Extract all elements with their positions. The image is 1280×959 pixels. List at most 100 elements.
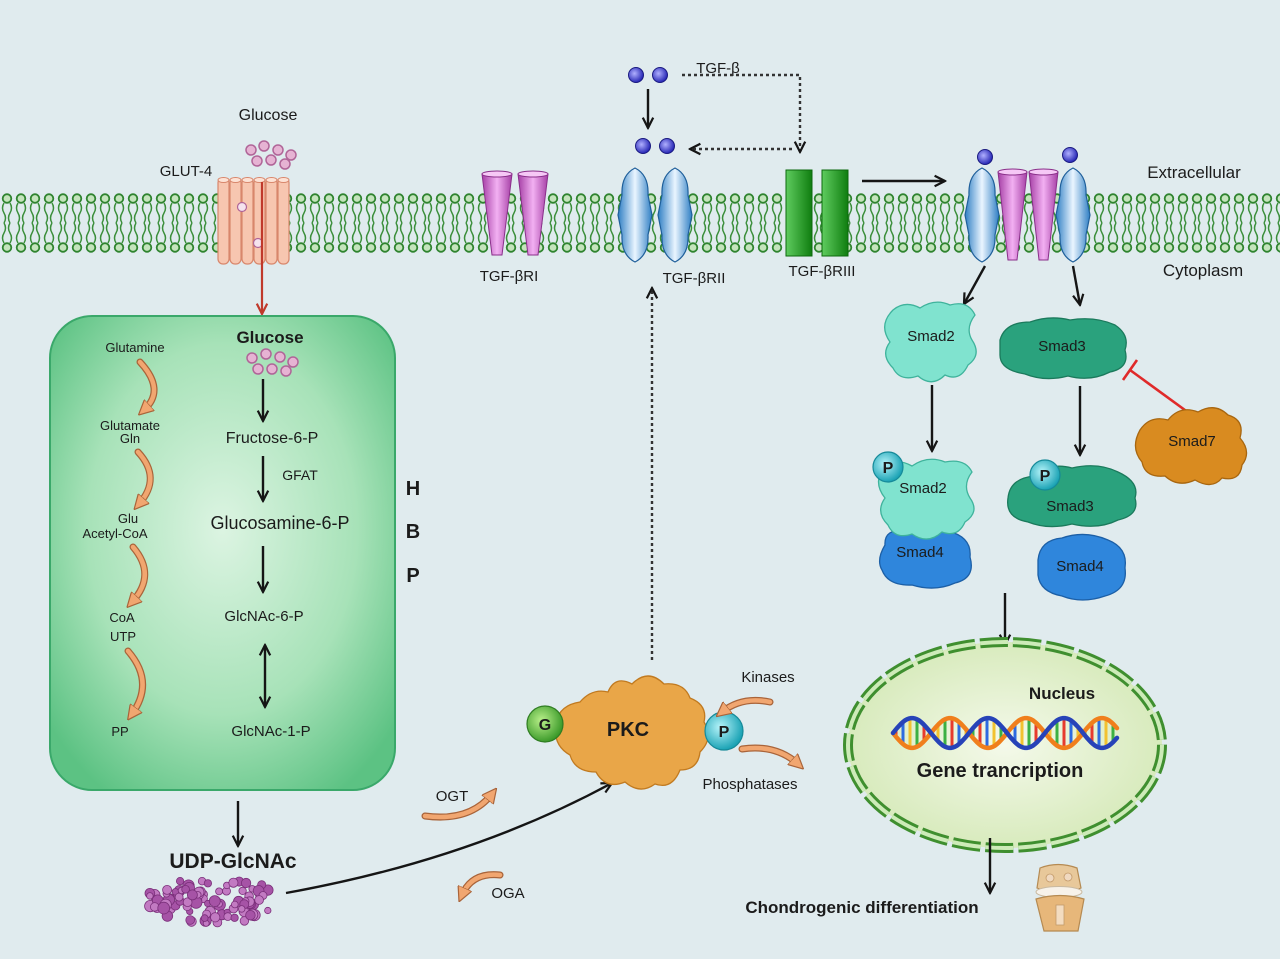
chondrogenic-differentiation-label: Chondrogenic differentiation — [745, 898, 978, 917]
udp-glcnac-molecule-dot — [176, 876, 185, 886]
smad2-protein — [884, 301, 977, 383]
glut4-label: GLUT-4 — [160, 163, 213, 180]
smad3-phosphate-label: P — [1040, 468, 1051, 485]
udp-glcnac-molecule-dot — [200, 914, 209, 922]
tgf-beta-ligand-1 — [628, 67, 644, 83]
glutamine-label: Glutamine — [105, 340, 164, 355]
glcnac-g-label: G — [539, 717, 551, 734]
kinases-label: Kinases — [741, 669, 794, 686]
tgf-beta-label: TGF-β — [696, 60, 740, 77]
tgf-beta-ligand-4 — [659, 138, 675, 154]
hbp-letter-h: H — [406, 478, 420, 500]
arrow-complex-to-smad2 — [964, 265, 987, 304]
smad4-left-label: Smad4 — [896, 544, 944, 561]
hbp-letter-p: P — [406, 565, 419, 587]
smad3-phosphate-group — [1029, 459, 1061, 491]
oga-label: OGA — [491, 885, 524, 902]
extracellular-label: Extracellular — [1147, 163, 1241, 182]
dotted-arrow-to-receptor-3 — [682, 73, 800, 152]
phosphatases-label: Phosphatases — [702, 776, 797, 793]
cofactor-arrow-2 — [138, 449, 153, 504]
tgf-beta-receptor-3-label: TGF-βRIII — [789, 263, 856, 280]
pp-label: PP — [111, 724, 128, 739]
tgf-beta-receptor-3 — [785, 169, 849, 257]
tgf-beta-receptor-1 — [481, 170, 549, 256]
ogt-arrow — [422, 794, 492, 820]
glucose-molecules-extracellular — [245, 140, 297, 170]
glucosamine-6-p-label: Glucosamine-6-P — [210, 513, 349, 533]
smad2-phosphate-label: P — [883, 460, 894, 477]
udp-glcnac-molecule-dot — [215, 887, 224, 896]
udp-glcnac-molecule-dot — [157, 901, 171, 915]
tgf-beta-ligand-2 — [652, 67, 668, 83]
dna-strand-blue — [890, 715, 1120, 751]
udp-glcnac-molecule-dot — [228, 877, 239, 888]
arrow-udp-glcnac-to-pkc — [285, 783, 612, 895]
nucleus-label: Nucleus — [1029, 684, 1095, 703]
gfat-enzyme-label: GFAT — [282, 467, 318, 483]
udp-glcnac-molecule-cluster — [144, 876, 274, 928]
ogt-label: OGT — [436, 788, 469, 805]
smad2-label: Smad2 — [907, 328, 955, 345]
glcnac-6-p-label: GlcNAc-6-P — [224, 608, 303, 625]
phosphatases-arrow — [739, 745, 798, 764]
acetyl-coa-label: Acetyl-CoA — [82, 526, 147, 541]
glu-label: Glu — [118, 511, 138, 526]
smad2-phosphate-group — [872, 451, 904, 483]
smad3-protein — [999, 317, 1127, 380]
oga-arrow — [462, 872, 503, 895]
udp-glcnac-molecule-dot — [146, 892, 154, 900]
udp-glcnac-molecule-dot — [241, 877, 252, 889]
udp-glcnac-molecule-dot — [245, 910, 256, 921]
phospho-smad2-label: Smad2 — [899, 480, 947, 497]
smad7-label: Smad7 — [1168, 433, 1216, 450]
udp-glcnac-molecule-dot — [264, 906, 272, 915]
glucose-intracellular-label: Glucose — [236, 328, 303, 347]
smad4-right-label: Smad4 — [1056, 558, 1104, 575]
tgf-beta-receptor-1-label: TGF-βRI — [480, 268, 539, 285]
hbp-letter-b: B — [406, 521, 420, 543]
udp-glcnac-molecule-dot — [208, 895, 221, 907]
glucose-molecules-intracellular — [246, 348, 299, 377]
gln-label: Gln — [120, 431, 140, 446]
udp-glcnac-molecule-dot — [239, 916, 250, 926]
kinases-arrow — [722, 698, 773, 712]
tgf-beta-receptor-2 — [617, 167, 693, 263]
udp-glcnac-molecule-dot — [186, 889, 198, 901]
udp-glcnac-molecule-dot — [230, 913, 239, 922]
glcnac-modification-g — [526, 705, 564, 743]
smad3-label: Smad3 — [1038, 338, 1086, 355]
udp-glcnac-molecule-dot — [223, 912, 233, 921]
tgf-beta-receptor-2-label: TGF-βRII — [663, 270, 726, 287]
fructose-6-p-label: Fructose-6-P — [226, 430, 318, 447]
udp-glcnac-label: UDP-GlcNAc — [169, 850, 297, 873]
glut4-transporter — [217, 177, 290, 265]
arrow-complex-to-smad3 — [1071, 265, 1080, 305]
pkc-phosphate-label: P — [719, 724, 730, 741]
glucose-extracellular-label: Glucose — [239, 107, 298, 124]
dna-double-helix — [890, 715, 1120, 751]
udp-glcnac-molecule-dot — [237, 905, 246, 913]
udp-glcnac-molecule-dot — [238, 886, 247, 896]
udp-glcnac-molecule-dot — [185, 915, 196, 925]
glcnac-1-p-label: GlcNAc-1-P — [231, 723, 310, 740]
phospho-smad2-protein — [877, 458, 975, 540]
udp-glcnac-molecule-dot — [181, 884, 190, 894]
udp-glcnac-molecule-dot — [254, 895, 264, 905]
udp-glcnac-molecule-dot — [203, 879, 212, 888]
coa-label: CoA — [109, 610, 135, 625]
cytoplasm-label: Cytoplasm — [1163, 261, 1243, 280]
hbp-pathway-box — [49, 315, 396, 791]
cofactor-arrow-3 — [132, 544, 147, 602]
smad7-protein — [1134, 407, 1248, 486]
udp-glcnac-molecule-dot — [174, 892, 184, 902]
glutamate-label: Glutamate — [100, 418, 160, 433]
cofactor-arrow-4 — [125, 648, 145, 714]
phospho-smad3-label: Smad3 — [1046, 498, 1094, 515]
udp-glcnac-molecule-dot — [231, 900, 239, 909]
cofactor-arrow-1 — [140, 359, 157, 410]
tgf-beta-ligand-3 — [635, 138, 651, 154]
udp-glcnac-molecule-dot — [210, 912, 221, 923]
udp-glcnac-molecule-dot — [182, 897, 193, 907]
